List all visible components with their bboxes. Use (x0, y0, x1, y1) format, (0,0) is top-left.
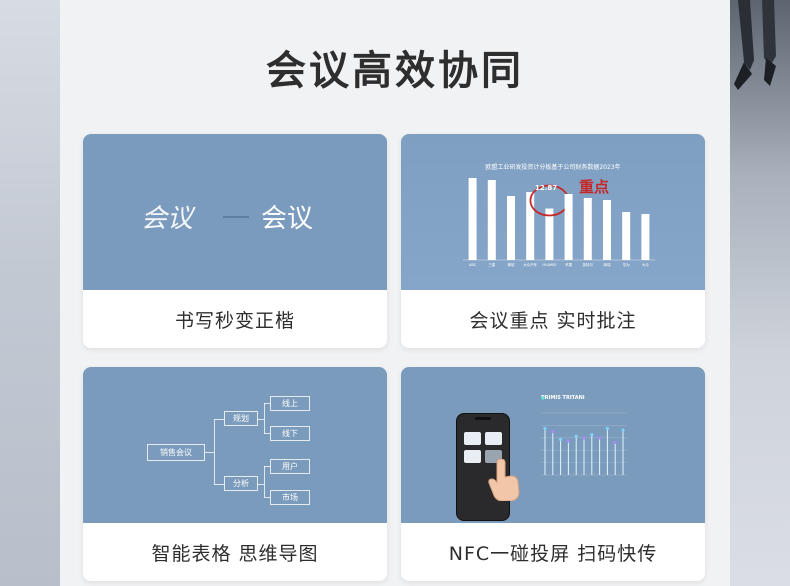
hand-pointer-icon (488, 459, 520, 501)
connector-line (264, 466, 265, 497)
card-caption: 会议重点 实时批注 (469, 309, 637, 332)
background-left (0, 0, 60, 586)
mindmap-leaf: 线上 (270, 396, 310, 411)
connector-line (257, 419, 264, 420)
chart-bar (622, 212, 631, 260)
feature-card-nfc[interactable]: PRIMIS TRITANI NFC一碰投屏 扫码快传 (401, 367, 705, 581)
chart-point (605, 426, 609, 431)
phone-notch (475, 417, 491, 420)
chart-bar (603, 200, 611, 260)
mindmap-branch: 规划 (224, 411, 258, 426)
annotation-demo-image: 欧盟工业研发投资计分板基于公司财务数据2023年 ABC 三星 微软 大众汽车 HUAW… (401, 134, 705, 290)
feature-card-handwriting[interactable]: 会议 会议 书写秒变正楷 (83, 134, 387, 348)
card-caption: 书写秒变正楷 (174, 309, 295, 332)
conversion-arrow (223, 216, 249, 218)
mindmap-branch: 分析 (224, 476, 258, 491)
chart-title: 欧盟工业研发投资计分板基于公司财务数据2023年 (485, 164, 621, 171)
chart-bar (641, 214, 650, 260)
app-tile (485, 432, 502, 445)
chart-tick-label: HUAWEI (542, 263, 556, 267)
callout-value: 12.87 (535, 184, 558, 192)
bar-chart: ABC 三星 微软 大众汽车 HUAWEI 苹果 英特尔 辉瑞 华为 大众 (463, 178, 655, 267)
phone-icon (456, 413, 510, 521)
connector-line (264, 403, 270, 404)
connector-line (264, 433, 270, 434)
standard-text: 会议 (261, 204, 314, 234)
connector-line (214, 484, 224, 485)
nfc-demo-image: PRIMIS TRITANI (401, 367, 705, 523)
chart-bar (564, 194, 573, 260)
feature-card-mindmap[interactable]: 销售会议 规划 分析 线上 线下 用户 市场 智能表格 思维导图 (83, 367, 387, 581)
mindmap-root: 销售会议 (147, 444, 205, 461)
chart-bar (468, 178, 477, 260)
card-caption: NFC一碰投屏 扫码快传 (448, 542, 658, 565)
handwriting-demo-image: 会议 会议 (83, 134, 387, 290)
connector-line (214, 419, 224, 420)
chart-point (551, 430, 555, 434)
handwritten-annotation: 重点 (579, 178, 610, 196)
chart-point (590, 433, 594, 437)
chart-tick-label: 大众 (642, 262, 649, 267)
connector-line (257, 484, 264, 485)
chart-tick-label: 大众汽车 (523, 262, 537, 267)
main-panel: 会议高效协同 会议 会议 书写秒变正楷 欧盟工业研发投资计分板基于公司财务数据2… (60, 0, 730, 586)
connector-line (264, 497, 270, 498)
connector-line (264, 466, 270, 467)
legend-swatch (541, 396, 545, 400)
mindmap-leaf: 市场 (270, 490, 310, 505)
background-right (730, 0, 790, 586)
chart-tick-label: 微软 (508, 262, 516, 267)
chart-point (598, 436, 602, 440)
app-tile (464, 432, 481, 445)
chart-point (621, 428, 625, 432)
card-caption: 智能表格 思维导图 (151, 542, 319, 565)
chart-tick-label: 辉瑞 (604, 262, 612, 267)
mindmap-leaf: 用户 (270, 459, 310, 474)
chart-point (566, 439, 570, 443)
chart-point (559, 437, 563, 441)
handwriting-text: 会议 (141, 204, 194, 234)
chart-bar (507, 196, 515, 260)
connector-line (214, 419, 215, 485)
connector-line (204, 452, 214, 453)
chart-tick-label: 华为 (623, 262, 630, 267)
legs-photo-icon (734, 0, 776, 90)
connector-line (264, 403, 265, 434)
chart-point (613, 440, 617, 445)
chart-legend: PRIMIS TRITANI (541, 395, 585, 401)
chart-bar (583, 198, 592, 260)
chart-bar (545, 208, 554, 260)
chart-point (582, 436, 586, 440)
chart-bar (526, 192, 535, 260)
chart-tick-label: 苹果 (565, 262, 573, 267)
page-title: 会议高效协同 (266, 48, 524, 94)
scatter-chart (541, 396, 627, 476)
mindmap-leaf: 线下 (270, 426, 310, 441)
mindmap-demo-image: 销售会议 规划 分析 线上 线下 用户 市场 (83, 367, 387, 523)
chart-point (574, 434, 578, 438)
app-tile (464, 450, 481, 463)
chart-point (543, 426, 547, 431)
chart-tick-label: 英特尔 (583, 262, 594, 267)
chart-bar (487, 180, 496, 260)
chart-tick-label: ABC (469, 263, 477, 267)
feature-card-annotation[interactable]: 欧盟工业研发投资计分板基于公司财务数据2023年 ABC 三星 微软 大众汽车 HUAW… (401, 134, 705, 348)
chart-tick-label: 三星 (488, 262, 496, 267)
